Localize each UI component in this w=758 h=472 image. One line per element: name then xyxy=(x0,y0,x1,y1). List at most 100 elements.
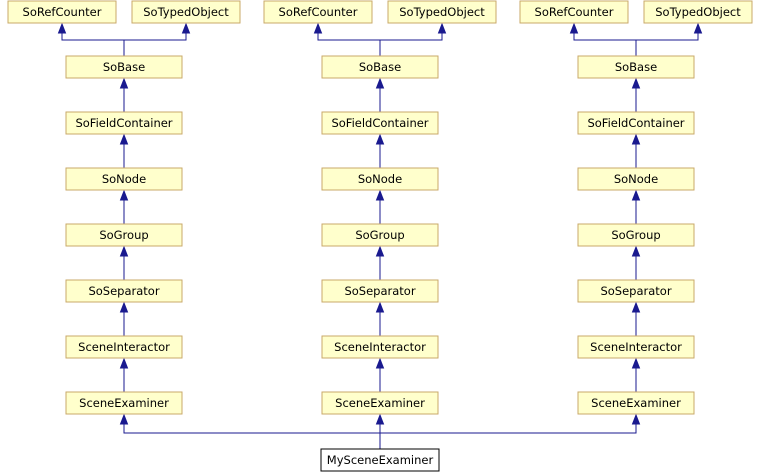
class-node-so-group[interactable]: SoGroup xyxy=(321,223,439,247)
class-name-label: SceneInteractor xyxy=(334,340,426,354)
inheritance-edge xyxy=(379,415,637,449)
inheritance-arrowhead xyxy=(631,301,641,313)
class-node-so-node[interactable]: SoNode xyxy=(65,167,183,191)
inheritance-arrowhead xyxy=(57,22,67,34)
inheritance-edge xyxy=(380,24,443,41)
class-nodes: SoRefCounter SoTypedObjectSoBaseSoFieldCo… xyxy=(7,0,753,472)
class-name-label: SoTypedObject xyxy=(143,5,229,19)
class-box xyxy=(577,391,695,415)
class-node-so-separator[interactable]: SoSeparator xyxy=(321,279,439,303)
inheritance-arrowhead xyxy=(375,413,385,425)
class-box xyxy=(65,335,183,359)
class-box xyxy=(65,391,183,415)
inheritance-arrowhead xyxy=(375,245,385,257)
class-box xyxy=(263,0,373,24)
class-node-so-typed-object[interactable]: SoTypedObject xyxy=(387,0,497,24)
class-name-label: SoTypedObject xyxy=(655,5,741,19)
inheritance-arrowhead xyxy=(119,413,129,425)
inheritance-arrowhead xyxy=(119,133,129,145)
class-node-so-base[interactable]: SoBase xyxy=(65,55,183,79)
class-node-scene-examiner[interactable]: SceneExaminer xyxy=(65,391,183,415)
class-box xyxy=(577,55,695,79)
class-box xyxy=(577,111,695,135)
class-name-label: SoBase xyxy=(615,60,657,74)
inheritance-edge xyxy=(636,24,699,41)
class-name-label: SoSeparator xyxy=(88,284,159,298)
class-box xyxy=(577,335,695,359)
inheritance-edge xyxy=(573,24,636,41)
class-node-so-group[interactable]: SoGroup xyxy=(577,223,695,247)
class-name-label: SoSeparator xyxy=(344,284,415,298)
inheritance-arrowhead xyxy=(375,77,385,89)
class-node-scene-examiner[interactable]: SceneExaminer xyxy=(321,391,439,415)
class-name-label: SceneExaminer xyxy=(591,396,681,410)
class-node-so-ref-counter[interactable]: SoRefCounter xyxy=(263,0,373,24)
class-node-so-field-container[interactable]: SoFieldContainer xyxy=(65,111,183,135)
class-node-so-ref-counter[interactable]: SoRefCounter xyxy=(7,0,117,24)
inheritance-edge xyxy=(61,24,124,41)
class-node-so-ref-counter[interactable]: SoRefCounter xyxy=(519,0,629,24)
class-node-so-base[interactable]: SoBase xyxy=(577,55,695,79)
class-box xyxy=(7,0,117,24)
class-node-so-field-container[interactable]: SoFieldContainer xyxy=(321,111,439,135)
class-box xyxy=(65,223,183,247)
class-node-so-separator[interactable]: SoSeparator xyxy=(65,279,183,303)
inheritance-arrowhead xyxy=(119,77,129,89)
class-name-label: SoRefCounter xyxy=(23,5,102,19)
class-name-label: SoSeparator xyxy=(600,284,671,298)
class-name-label: SceneInteractor xyxy=(78,340,170,354)
inheritance-arrowhead xyxy=(181,22,191,34)
class-box xyxy=(65,55,183,79)
class-node-scene-interactor[interactable]: SceneInteractor xyxy=(577,335,695,359)
class-name-label: SoNode xyxy=(358,172,402,186)
class-box xyxy=(321,167,439,191)
class-box xyxy=(321,279,439,303)
inheritance-arrowhead xyxy=(631,413,641,425)
class-name-label: SceneExaminer xyxy=(335,396,425,410)
class-box xyxy=(387,0,497,24)
class-node-scene-interactor[interactable]: SceneInteractor xyxy=(65,335,183,359)
class-box xyxy=(321,335,439,359)
class-node-so-typed-object[interactable]: SoTypedObject xyxy=(131,0,241,24)
class-node-so-typed-object[interactable]: SoTypedObject xyxy=(643,0,753,24)
class-name-label: SoRefCounter xyxy=(279,5,358,19)
inheritance-arrowhead xyxy=(631,133,641,145)
inheritance-edge xyxy=(124,24,187,41)
inheritance-edge xyxy=(317,24,380,41)
class-node-so-node[interactable]: SoNode xyxy=(577,167,695,191)
class-box xyxy=(131,0,241,24)
class-box xyxy=(321,223,439,247)
class-box xyxy=(321,55,439,79)
class-node-scene-interactor[interactable]: SceneInteractor xyxy=(321,335,439,359)
class-name-label: SoBase xyxy=(359,60,401,74)
class-name-label: SceneInteractor xyxy=(590,340,682,354)
inheritance-arrowhead xyxy=(631,77,641,89)
inheritance-edges xyxy=(57,22,703,449)
class-name-label: SoFieldContainer xyxy=(331,116,428,130)
class-box xyxy=(577,167,695,191)
class-node-so-field-container[interactable]: SoFieldContainer xyxy=(577,111,695,135)
inheritance-arrowhead xyxy=(693,22,703,34)
class-box xyxy=(65,167,183,191)
class-node-so-base[interactable]: SoBase xyxy=(321,55,439,79)
class-name-label: MySceneExaminer xyxy=(327,453,434,467)
class-node-so-node[interactable]: SoNode xyxy=(321,167,439,191)
class-node-my-scene-examiner[interactable]: MySceneExaminer xyxy=(320,448,440,472)
class-name-label: SoGroup xyxy=(99,228,148,242)
inheritance-arrowhead xyxy=(375,189,385,201)
class-box xyxy=(519,0,629,24)
class-box xyxy=(577,223,695,247)
class-box xyxy=(65,111,183,135)
inheritance-arrowhead xyxy=(631,357,641,369)
class-name-label: SoRefCounter xyxy=(535,5,614,19)
class-box xyxy=(321,391,439,415)
class-name-label: SoFieldContainer xyxy=(75,116,172,130)
class-name-label: SceneExaminer xyxy=(79,396,169,410)
class-node-so-group[interactable]: SoGroup xyxy=(65,223,183,247)
class-name-label: SoNode xyxy=(614,172,658,186)
inheritance-arrowhead xyxy=(437,22,447,34)
class-node-so-separator[interactable]: SoSeparator xyxy=(577,279,695,303)
inheritance-arrowhead xyxy=(375,133,385,145)
class-node-scene-examiner[interactable]: SceneExaminer xyxy=(577,391,695,415)
